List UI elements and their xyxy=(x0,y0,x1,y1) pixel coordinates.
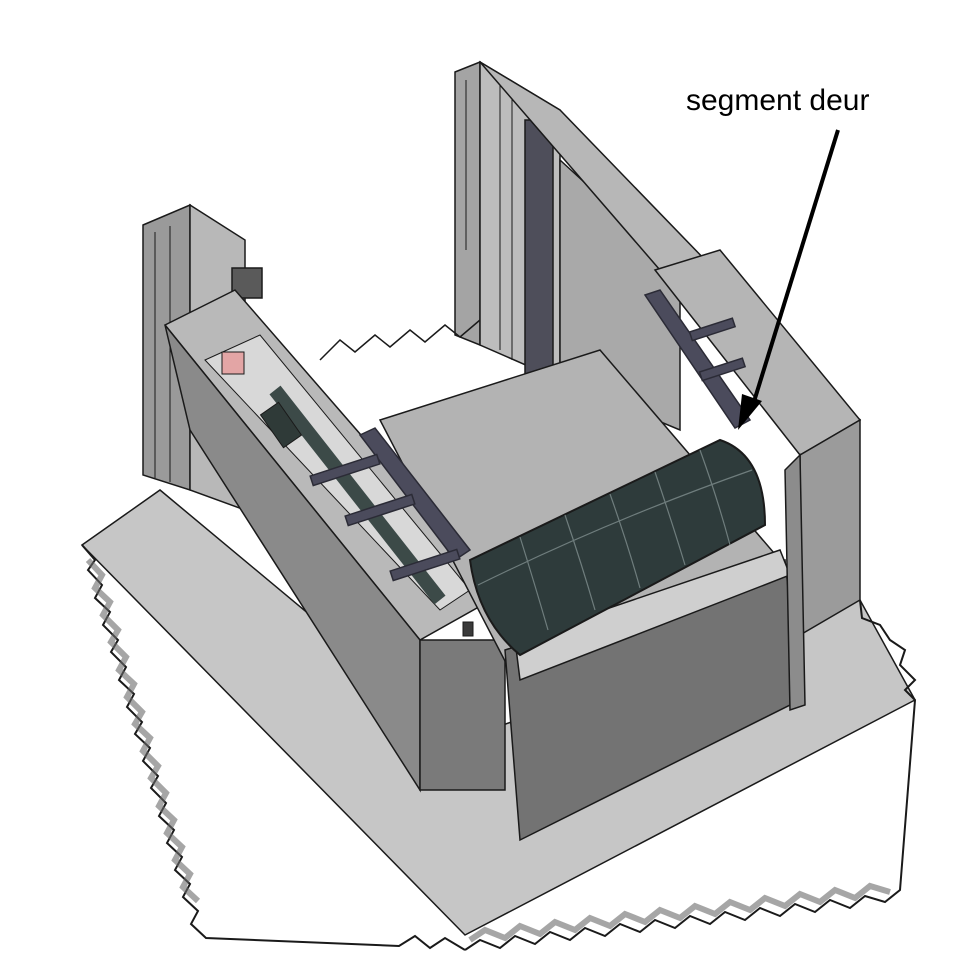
right-block-side xyxy=(799,418,861,637)
left-dark-block xyxy=(419,639,506,791)
arrow-head xyxy=(738,394,762,430)
red-marker xyxy=(221,351,245,375)
crossbeam-1 xyxy=(309,453,381,487)
base-plate-right-edge xyxy=(464,599,917,951)
motor-block xyxy=(259,401,303,449)
crossbeam-3 xyxy=(389,548,461,582)
segment-door xyxy=(468,438,767,657)
guide-rail xyxy=(524,119,554,391)
annotation-arrow xyxy=(738,129,840,430)
hatched-frame-right xyxy=(643,289,752,429)
segment-door-panel xyxy=(468,438,767,657)
rear-ledge xyxy=(319,319,481,361)
crossbeam-2 xyxy=(344,493,416,527)
back-right-column-front xyxy=(454,60,481,347)
small-hatch xyxy=(462,621,474,637)
steel-frame xyxy=(309,289,752,582)
crossbeam-5 xyxy=(698,357,747,382)
base-plate-left-edge-shadow xyxy=(85,557,201,904)
base-plate-right-edge-shadow xyxy=(468,882,891,943)
front-right-column xyxy=(784,453,806,712)
segment-door-label: segment deur xyxy=(686,84,870,117)
arrow-shaft xyxy=(750,129,840,409)
right-block xyxy=(504,249,862,842)
crossbeam-4 xyxy=(688,317,737,342)
hatched-frame-left xyxy=(358,427,472,562)
